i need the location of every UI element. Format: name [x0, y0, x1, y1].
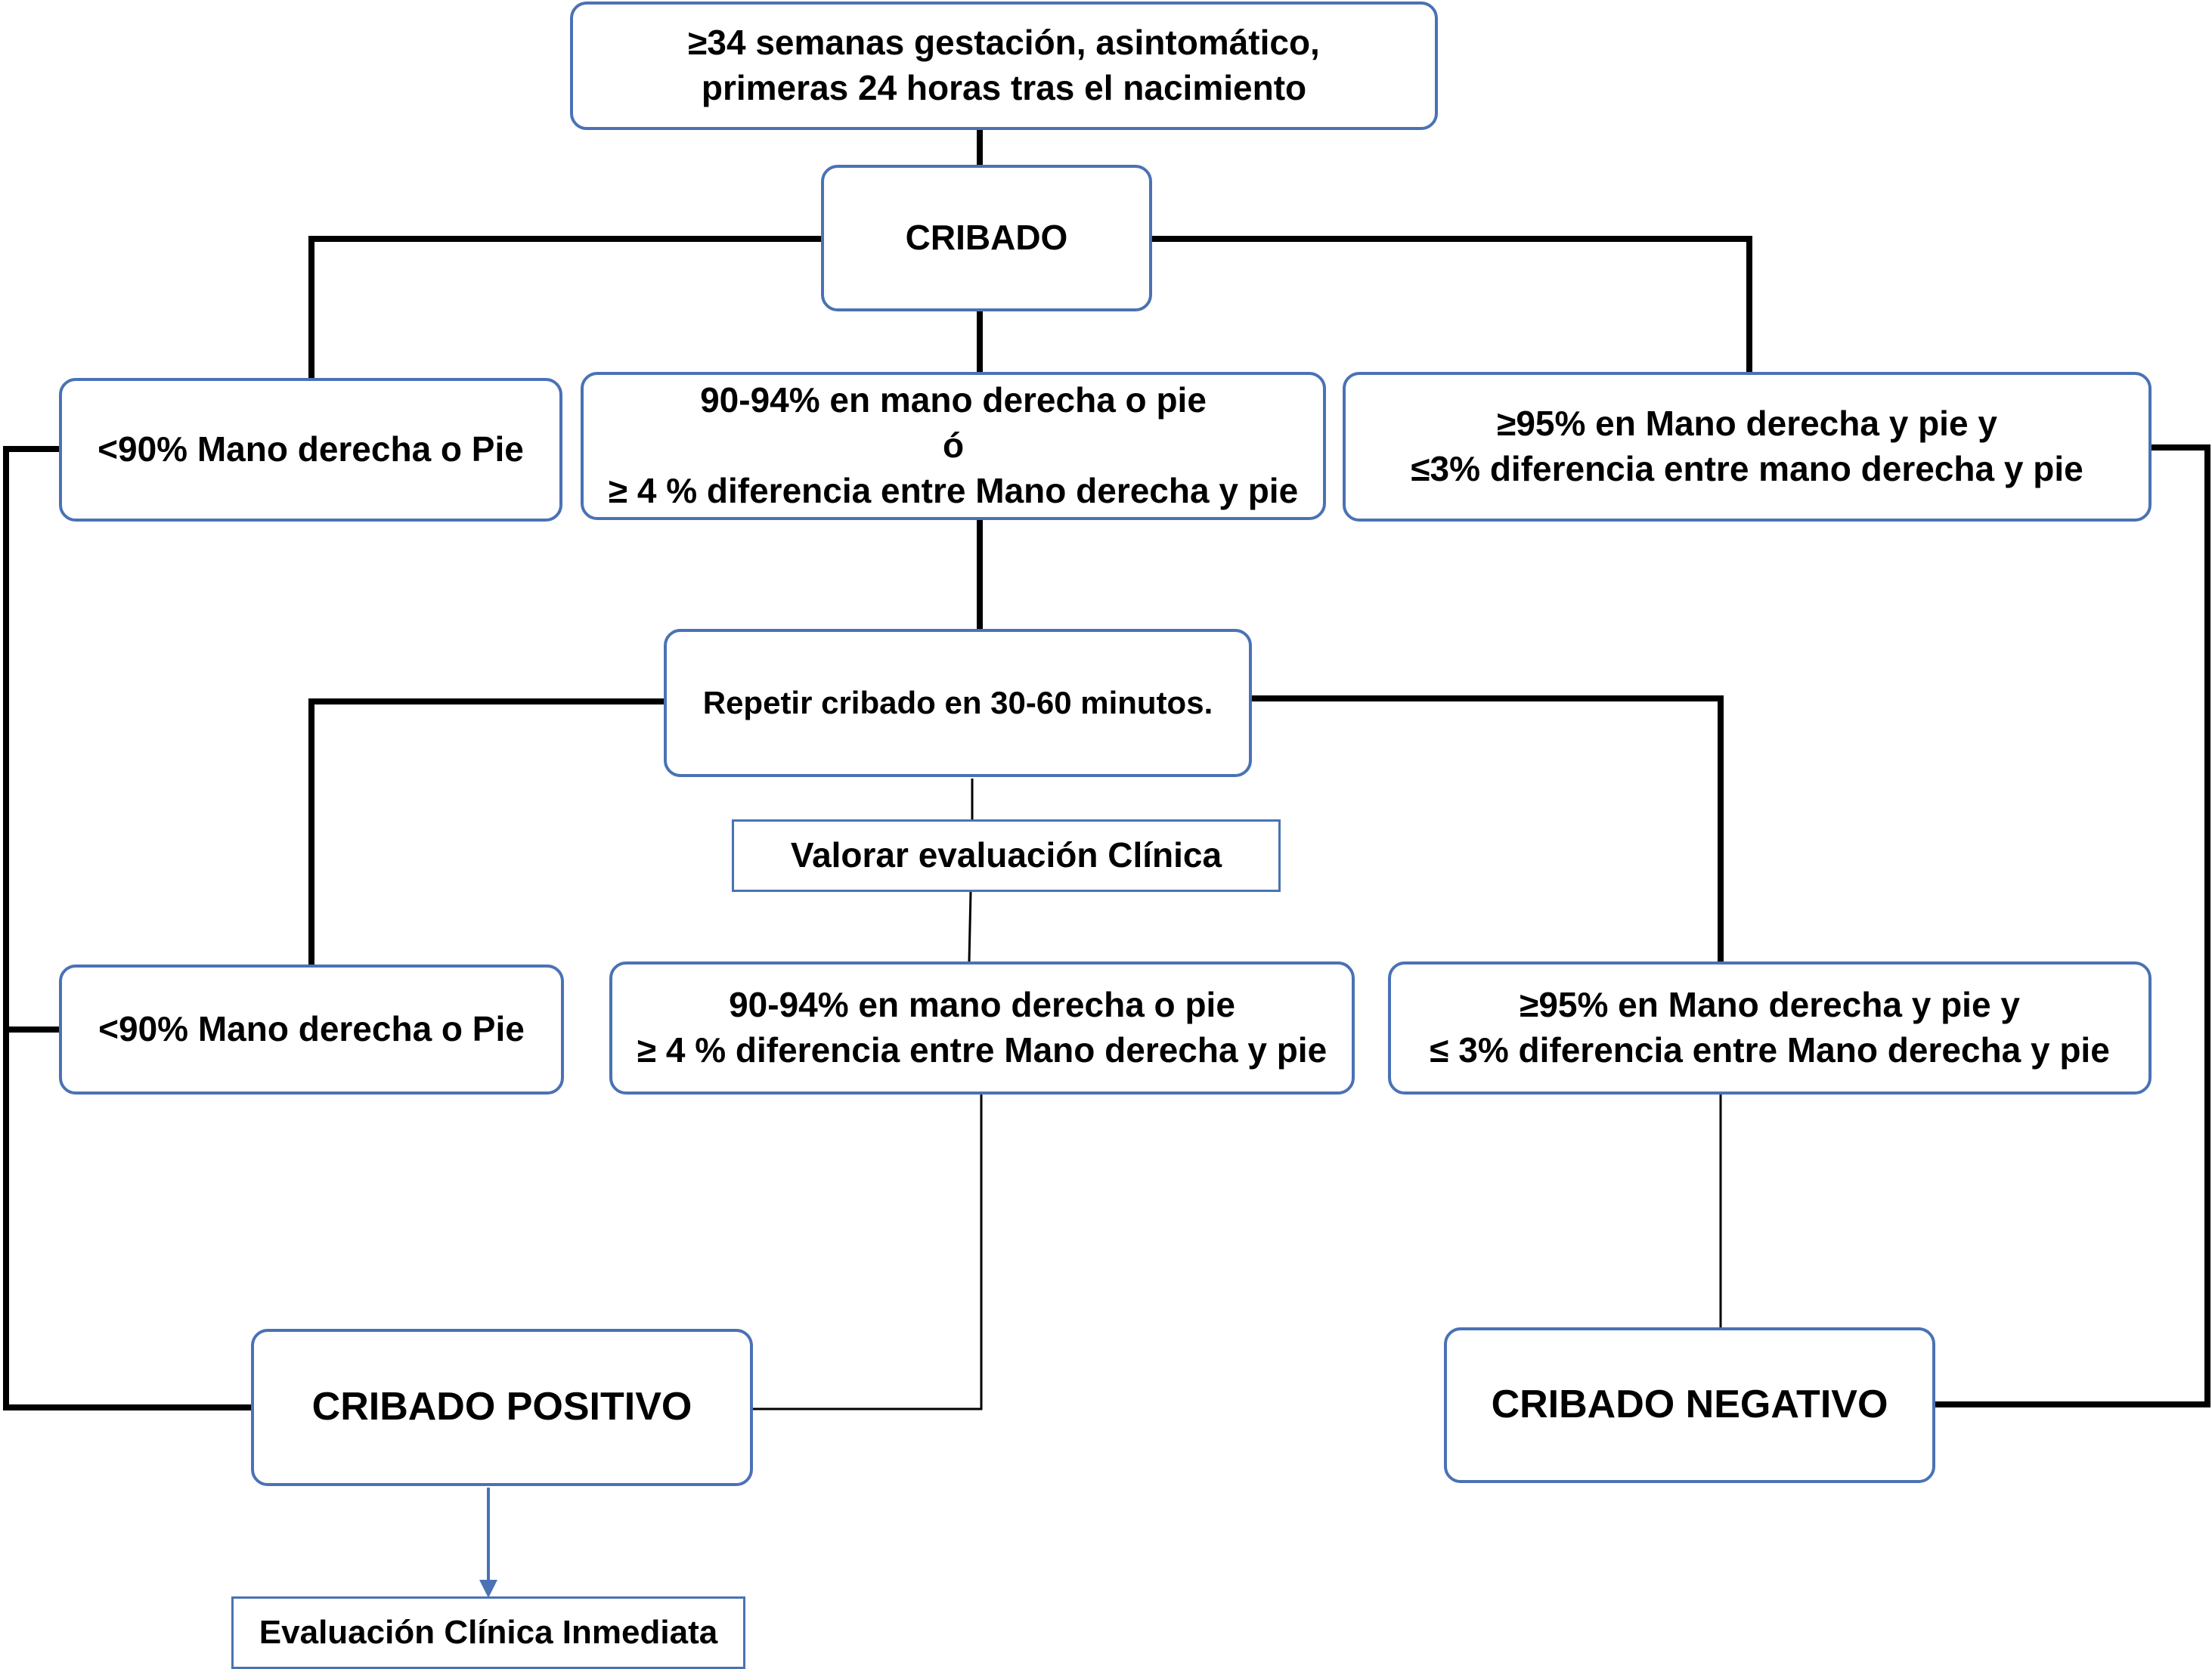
connector-mid-positive: [753, 1093, 983, 1410]
connector-high-negative: [1935, 444, 2210, 1407]
cribado-node: CRIBADO: [821, 165, 1152, 311]
positive-label: CRIBADO POSITIVO: [311, 1385, 692, 1429]
first-low-node: <90% Mano derecha o Pie: [59, 378, 562, 522]
first-high-line-2: ≤3% diferencia entre mano derecha y pie: [1411, 449, 2083, 488]
first-mid-line-1: 90-94% en mano derecha o pie: [700, 380, 1207, 420]
valorar-node: Valorar evaluación Clínica: [732, 819, 1281, 892]
positive-node: CRIBADO POSITIVO: [251, 1329, 753, 1486]
second-high-node: ≥95% en Mano derecha y pie y ≤ 3% difere…: [1388, 961, 2152, 1095]
connector-valorar-mid: [968, 891, 972, 962]
second-high-line-2: ≤ 3% diferencia entre Mano derecha y pie: [1430, 1030, 2110, 1070]
immediate-node: Evaluación Clínica Inmediata: [231, 1596, 745, 1669]
second-low-node: <90% Mano derecha o Pie: [59, 965, 564, 1095]
connector-low-positive: [3, 446, 251, 1410]
valorar-label: Valorar evaluación Clínica: [790, 835, 1222, 875]
first-high-line-1: ≥95% en Mano derecha y pie y: [1497, 404, 1997, 444]
second-high-line-1: ≥95% en Mano derecha y pie y: [1520, 985, 2020, 1025]
connector-cribado-high: [1152, 236, 1752, 372]
second-mid-line-1: 90-94% en mano derecha o pie: [729, 985, 1235, 1025]
first-mid-line-2: ó: [942, 426, 965, 466]
second-mid-node: 90-94% en mano derecha o pie ≥ 4 % difer…: [609, 961, 1355, 1095]
cribado-label: CRIBADO: [905, 218, 1068, 258]
connector-repeat-high: [1252, 695, 1724, 961]
immediate-label: Evaluación Clínica Inmediata: [259, 1614, 718, 1652]
connector-repeat-low: [308, 698, 664, 965]
first-mid-node: 90-94% en mano derecha o pie ó ≥ 4 % dif…: [581, 372, 1326, 520]
start-line-1: ≥34 semanas gestación, asintomático,: [688, 23, 1320, 63]
start-node: ≥34 semanas gestación, asintomático, pri…: [570, 2, 1438, 130]
repeat-label: Repetir cribado en 30-60 minutos.: [702, 684, 1213, 720]
repeat-node: Repetir cribado en 30-60 minutos.: [664, 629, 1252, 777]
start-line-2: primeras 24 horas tras el nacimiento: [701, 68, 1307, 107]
negative-node: CRIBADO NEGATIVO: [1444, 1327, 1935, 1483]
first-low-label: <90% Mano derecha o Pie: [98, 429, 524, 469]
first-high-node: ≥95% en Mano derecha y pie y ≤3% diferen…: [1343, 372, 2152, 522]
first-mid-line-3: ≥ 4 % diferencia entre Mano derecha y pi…: [608, 470, 1299, 510]
negative-label: CRIBADO NEGATIVO: [1491, 1383, 1888, 1427]
connector-cribado-low: [308, 236, 821, 378]
second-low-label: <90% Mano derecha o Pie: [98, 1009, 525, 1049]
second-mid-line-2: ≥ 4 % diferencia entre Mano derecha y pi…: [637, 1030, 1328, 1070]
arrow-positive-immediate: [479, 1488, 497, 1598]
